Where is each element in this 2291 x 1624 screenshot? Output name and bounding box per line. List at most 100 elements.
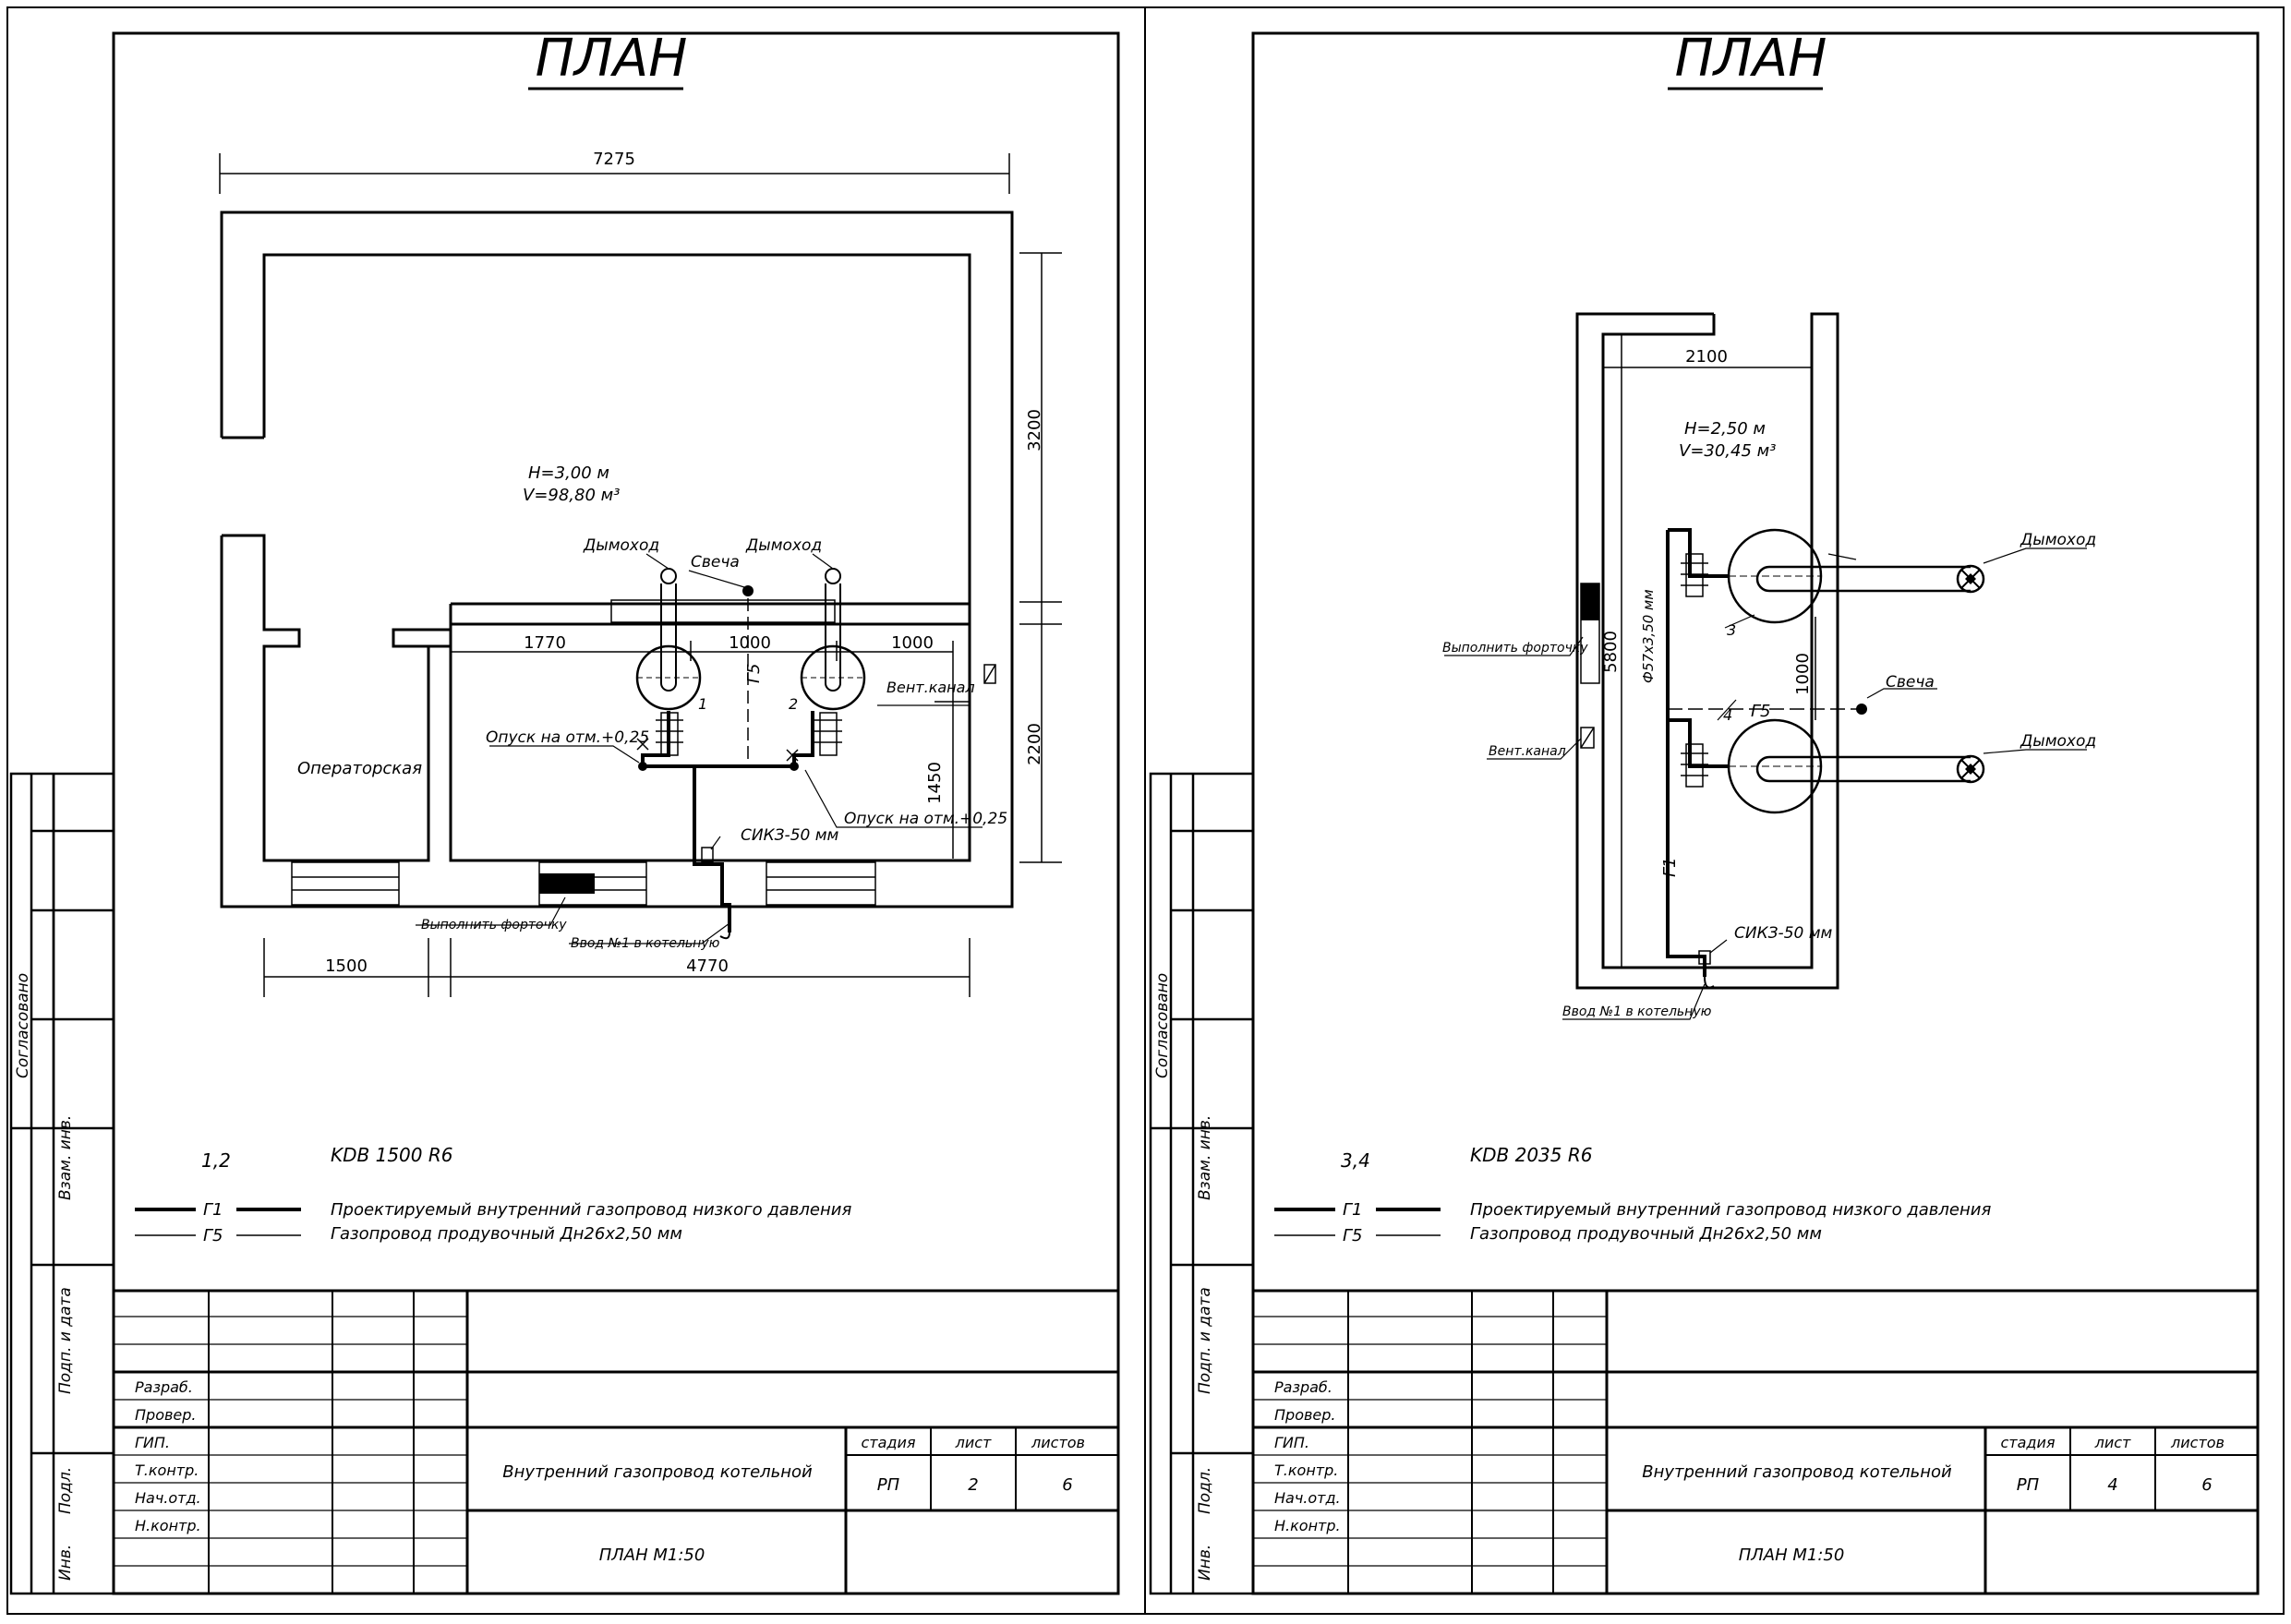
stamp-plan-2: ПЛАН М1:50	[1739, 1546, 1845, 1565]
node-2	[790, 762, 799, 771]
room-height-2: Н=2,50 м	[1684, 419, 1766, 439]
vent-box	[1580, 727, 1595, 749]
svg-text:листов: листов	[2170, 1434, 2225, 1451]
svg-text:Т.контр.: Т.контр.	[135, 1462, 199, 1479]
sikz-valve	[701, 847, 714, 863]
label-sikz: СИКЗ-50 мм	[741, 826, 839, 845]
dims-sheet-2	[1602, 333, 1816, 968]
inlet-hook	[719, 932, 730, 940]
svg-text:Проектируемый внутренний газоп: Проектируемый внутренний газопровод низк…	[331, 1200, 851, 1220]
title-block-2	[1251, 1289, 2260, 1595]
svg-text:Разраб.: Разраб.	[135, 1378, 193, 1396]
label-boiler-4: 4	[1723, 706, 1732, 724]
svg-text:Нач.отд.: Нач.отд.	[1274, 1489, 1341, 1507]
svg-text:Г1: Г1	[203, 1200, 223, 1220]
dim-4770: 4770	[686, 956, 729, 976]
label-pipe-dia: Ф57х3,50 мм	[1640, 589, 1657, 683]
valve-stacks-sheet-2	[1681, 553, 1711, 965]
svg-text:Г5: Г5	[1343, 1226, 1362, 1245]
dim-1000-b: 1000	[891, 633, 934, 653]
svg-text:стадия: стадия	[2000, 1434, 2055, 1451]
svg-text:Взам. инв.: Взам. инв.	[1196, 1115, 1214, 1200]
boiler-room-walls	[1575, 312, 1839, 990]
side-replace-inv: Взам. инв.	[56, 1115, 75, 1200]
gas-pipe-g1	[641, 711, 814, 932]
side-original: Подл.	[56, 1467, 75, 1514]
svg-text:Подл.: Подл.	[1196, 1467, 1214, 1514]
label-window: Выполнить форточку	[421, 918, 567, 932]
leaders-sheet-2	[1444, 547, 2087, 1020]
svg-text:Газопровод продувочный Дн26х2,: Газопровод продувочный Дн26х2,50 мм	[331, 1224, 682, 1244]
svg-text:Нач.отд.: Нач.отд.	[135, 1489, 201, 1507]
legend: 1,2 KDB 1500 R6 Г1 Проектируемый внутрен…	[135, 1144, 851, 1245]
label-candle: Свеча	[691, 553, 740, 571]
label-g5: Г5	[744, 664, 764, 683]
svg-text:РП: РП	[2017, 1475, 2040, 1495]
svg-text:6: 6	[1062, 1475, 1072, 1495]
label-boiler-2: 2	[789, 695, 798, 713]
svg-text:Т.контр.: Т.контр.	[1274, 1462, 1338, 1479]
svg-text:4: 4	[2107, 1475, 2117, 1495]
dim-width-top: 7275	[219, 150, 1010, 194]
svg-text:Провер.: Провер.	[135, 1406, 197, 1424]
dim-1000: 1000	[1793, 653, 1813, 695]
leaders	[416, 553, 983, 944]
boilers	[610, 568, 866, 711]
svg-text:лист: лист	[2094, 1434, 2131, 1451]
svg-text:Подп. и дата: Подп. и дата	[1196, 1287, 1214, 1394]
svg-text:Газопровод продувочный Дн26х2,: Газопровод продувочный Дн26х2,50 мм	[1470, 1224, 1822, 1244]
candle-point	[742, 585, 754, 596]
svg-text:2: 2	[968, 1475, 978, 1495]
building-walls	[220, 211, 1014, 908]
dim-2100: 2100	[1685, 347, 1728, 367]
dim-1450: 1450	[925, 762, 945, 804]
svg-text:лист: лист	[955, 1434, 992, 1451]
svg-text:стадия: стадия	[861, 1434, 915, 1451]
label-g5-2: Г5	[1751, 702, 1770, 721]
legend-sheet-2: 3,4 KDB 2035 R6 Г1 Проектируемый внутрен…	[1274, 1144, 1991, 1245]
dim-vertical-right	[1019, 252, 1062, 863]
sheet-2-title: ПЛАН	[1675, 29, 1827, 89]
label-candle-2: Свеча	[1886, 673, 1935, 692]
side-stamp	[9, 772, 115, 1595]
gas-pipe-sheet-2	[1666, 528, 1729, 977]
svg-text:3,4: 3,4	[1341, 1149, 1370, 1172]
svg-text:листов: листов	[1031, 1434, 1085, 1451]
svg-text:Н.контр.: Н.контр.	[135, 1517, 201, 1534]
side-agreed: Согласовано	[14, 973, 32, 1078]
boilers-sheet-2	[1727, 528, 1985, 814]
svg-text:Проектируемый внутренний газоп: Проектируемый внутренний газопровод низк…	[1470, 1200, 1991, 1220]
side-stamp-2	[1149, 772, 1255, 1595]
svg-text:Н.контр.: Н.контр.	[1274, 1517, 1341, 1534]
room-height: Н=3,00 м	[528, 463, 609, 483]
label-chimney-1: Дымоход	[583, 536, 659, 555]
label-inlet: Ввод №1 в котельную	[571, 936, 720, 951]
label-chimney-2: Дымоход	[745, 536, 822, 555]
svg-text:Г1: Г1	[1343, 1200, 1362, 1220]
dim-2200: 2200	[1025, 723, 1044, 765]
svg-text:РП: РП	[877, 1475, 900, 1495]
label-window-2: Выполнить форточку	[1442, 641, 1588, 656]
svg-text:Инв.: Инв.	[1196, 1545, 1214, 1581]
dim-3200: 3200	[1025, 409, 1044, 451]
label-inlet-2: Ввод №1 в котельную	[1562, 1004, 1712, 1019]
label-operator-room: Операторская	[297, 759, 422, 778]
svg-text:1,2: 1,2	[201, 1149, 231, 1172]
svg-text:Провер.: Провер.	[1274, 1406, 1336, 1424]
dim-1770: 1770	[524, 633, 566, 653]
label-vent: Вент.канал	[886, 679, 975, 696]
dim-bottom	[263, 938, 971, 997]
dim-1500: 1500	[325, 956, 368, 976]
side-inv: Инв.	[56, 1545, 75, 1581]
svg-text:6: 6	[2201, 1475, 2212, 1495]
stamp-title-2: Внутренний газопровод котельной	[1642, 1462, 1952, 1482]
stamp-plan: ПЛАН М1:50	[599, 1546, 705, 1565]
side-sign-date: Подп. и дата	[56, 1287, 75, 1394]
stamp-title: Внутренний газопровод котельной	[502, 1462, 813, 1482]
room-volume-2: V=30,45 м³	[1679, 441, 1776, 461]
svg-text:Разраб.: Разраб.	[1274, 1378, 1332, 1396]
vent-symbol	[983, 664, 996, 684]
label-drop-1: Опуск на отм.+0,25	[486, 728, 649, 747]
